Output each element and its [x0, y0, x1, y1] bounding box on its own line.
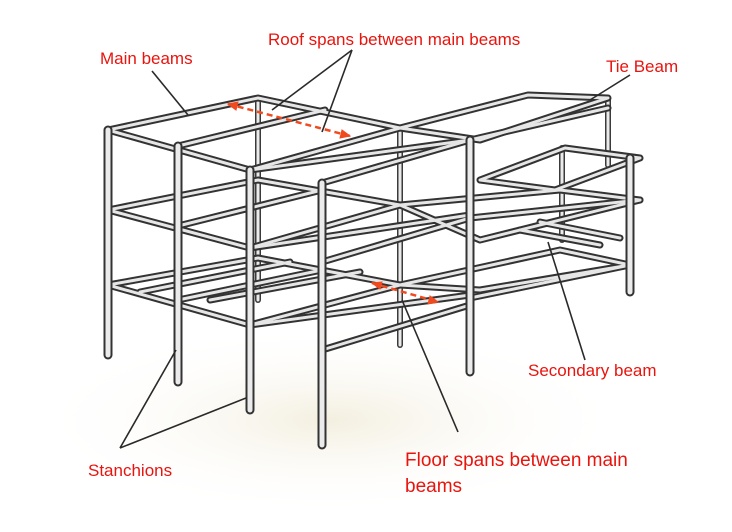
leader-secondary-beam: [547, 241, 586, 361]
span-arrows: [226, 101, 440, 305]
roof-span-arrowhead-start: [226, 101, 239, 111]
ground-shadow: [30, 325, 630, 515]
label-floor-spans-line1: Floor spans between main: [405, 450, 628, 471]
steel-frame: [103, 91, 644, 450]
leader-stanchions-1: [119, 349, 177, 449]
floor-span-arrow: [371, 281, 439, 304]
leader-floor-spans: [401, 299, 459, 433]
label-secondary-beam: Secondary beam: [528, 361, 657, 380]
leader-main-beams: [151, 70, 189, 116]
labels: Main beams Roof spans between main beams…: [88, 30, 678, 497]
label-stanchions: Stanchions: [88, 461, 172, 480]
leader-tie-beam: [589, 74, 631, 101]
leader-roof-spans-2: [321, 49, 353, 133]
floor-span-arrowhead-start: [370, 281, 383, 290]
label-main-beams: Main beams: [100, 49, 193, 68]
leader-roof-spans-1: [271, 49, 353, 111]
roof-span-arrowhead-end: [339, 129, 352, 139]
leader-stanchions-2: [119, 397, 247, 449]
leader-lines: [119, 49, 631, 449]
floor-span-arrowhead-end: [427, 295, 440, 305]
label-roof-spans: Roof spans between main beams: [268, 30, 520, 49]
roof-span-arrow: [227, 102, 351, 138]
label-floor-spans-line2: beams: [405, 476, 462, 497]
label-tie-beam: Tie Beam: [606, 57, 678, 76]
